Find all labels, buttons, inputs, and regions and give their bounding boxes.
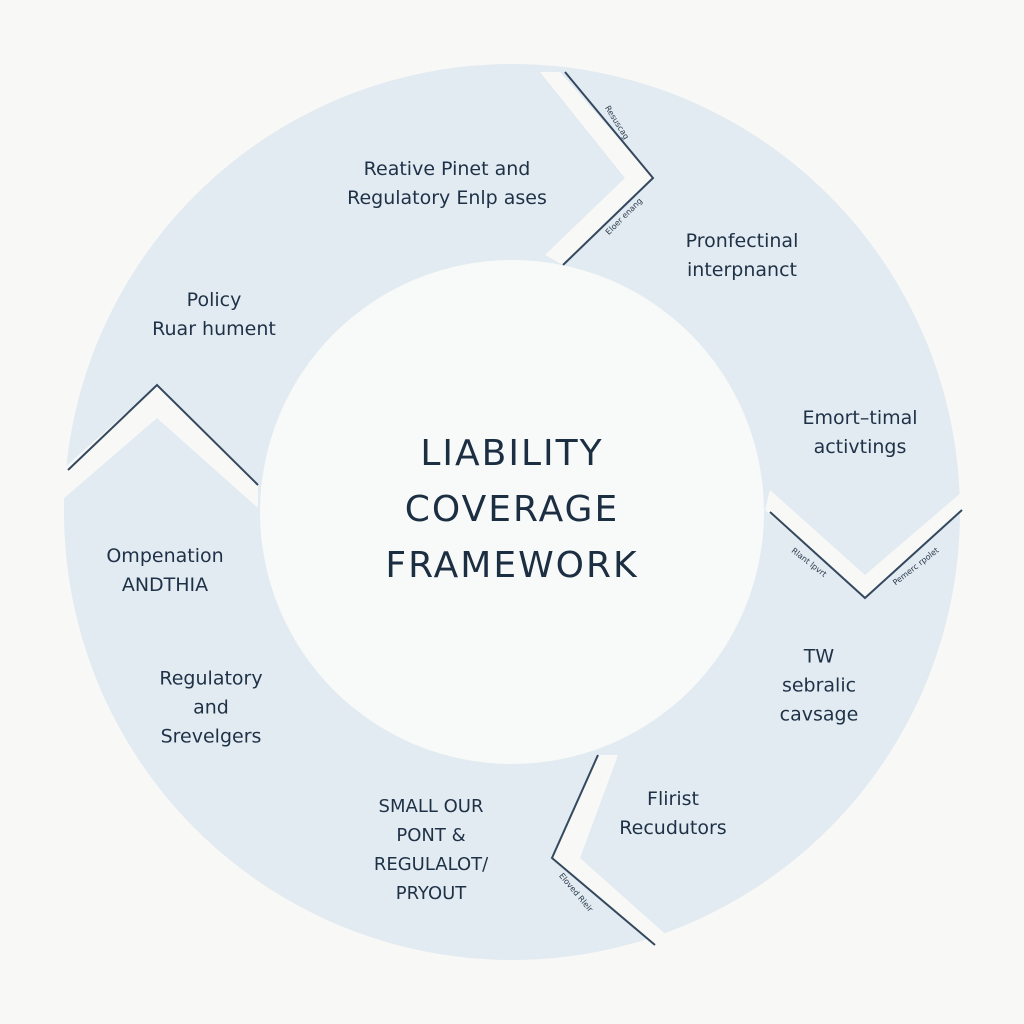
segment-label-upper-right: Pronfectinal interpnanct: [686, 227, 799, 285]
divider-right-edge: [769, 509, 963, 600]
segment-label-line: Ompenation: [106, 545, 224, 567]
divider-left-edge: [67, 383, 259, 486]
segment-label-line: Emort–timal: [802, 407, 918, 429]
segment-label-line: sebralic: [781, 674, 857, 697]
segment-label-bottom-right: Flirist Recudutors: [619, 785, 726, 843]
divider-top-right-edge: [562, 71, 655, 266]
segment-label-line: cavsage: [779, 703, 859, 726]
segment-label-left: Ompenation ANDTHIA: [106, 542, 223, 600]
divider-bottom-right: [552, 755, 672, 945]
inner-disc: [260, 260, 764, 764]
segment-label-line: Regulatory: [159, 667, 263, 690]
center-title-line: LIABILITY: [420, 433, 604, 474]
segment-label-line: Srevelgers: [160, 725, 262, 748]
segment-label-line: interpnanct: [687, 259, 797, 281]
center-title: LIABILITY COVERAGE FRAMEWORK: [385, 426, 638, 594]
segment-label-line: Regulatory Enlp ases: [347, 187, 547, 209]
segment-label-lower-left: Regulatory and Srevelgers: [159, 665, 262, 752]
divider-bottom-right-edge: [550, 754, 656, 946]
center-title-line: COVERAGE: [404, 489, 620, 530]
segment-label-line: Pronfectinal: [685, 230, 799, 252]
segment-label-lower-right: TW sebralic cavsage: [780, 643, 859, 730]
segment-label-line: TW: [803, 645, 835, 668]
segment-label-line: Policy: [186, 289, 242, 311]
segment-label-top: Reative Pinet and Regulatory Enlp ases: [347, 155, 547, 213]
segment-label-line: REGULALOT/: [373, 854, 489, 875]
segment-label-line: Flirist: [647, 788, 699, 810]
segment-label-line: Recudutors: [619, 817, 727, 839]
segment-label-line: PONT &: [396, 825, 466, 846]
segment-label-line: Reative Pinet and: [363, 158, 531, 180]
segment-label-line: activtings: [813, 436, 907, 458]
segment-label-line: and: [193, 696, 229, 719]
center-title-line: FRAMEWORK: [385, 545, 639, 586]
segment-label-line: PRYOUT: [395, 883, 467, 904]
segment-label-upper-left: Policy Ruar hument: [152, 286, 276, 344]
segment-label-line: Ruar hument: [152, 318, 276, 340]
segment-label-right: Emort–timal activtings: [802, 404, 917, 462]
segment-label-bottom: SMALL OUR PONT & REGULALOT/ PRYOUT: [374, 792, 488, 908]
segment-label-line: SMALL OUR: [378, 796, 484, 817]
divider-top-right: [540, 72, 653, 265]
segment-label-line: ANDTHIA: [121, 574, 209, 596]
